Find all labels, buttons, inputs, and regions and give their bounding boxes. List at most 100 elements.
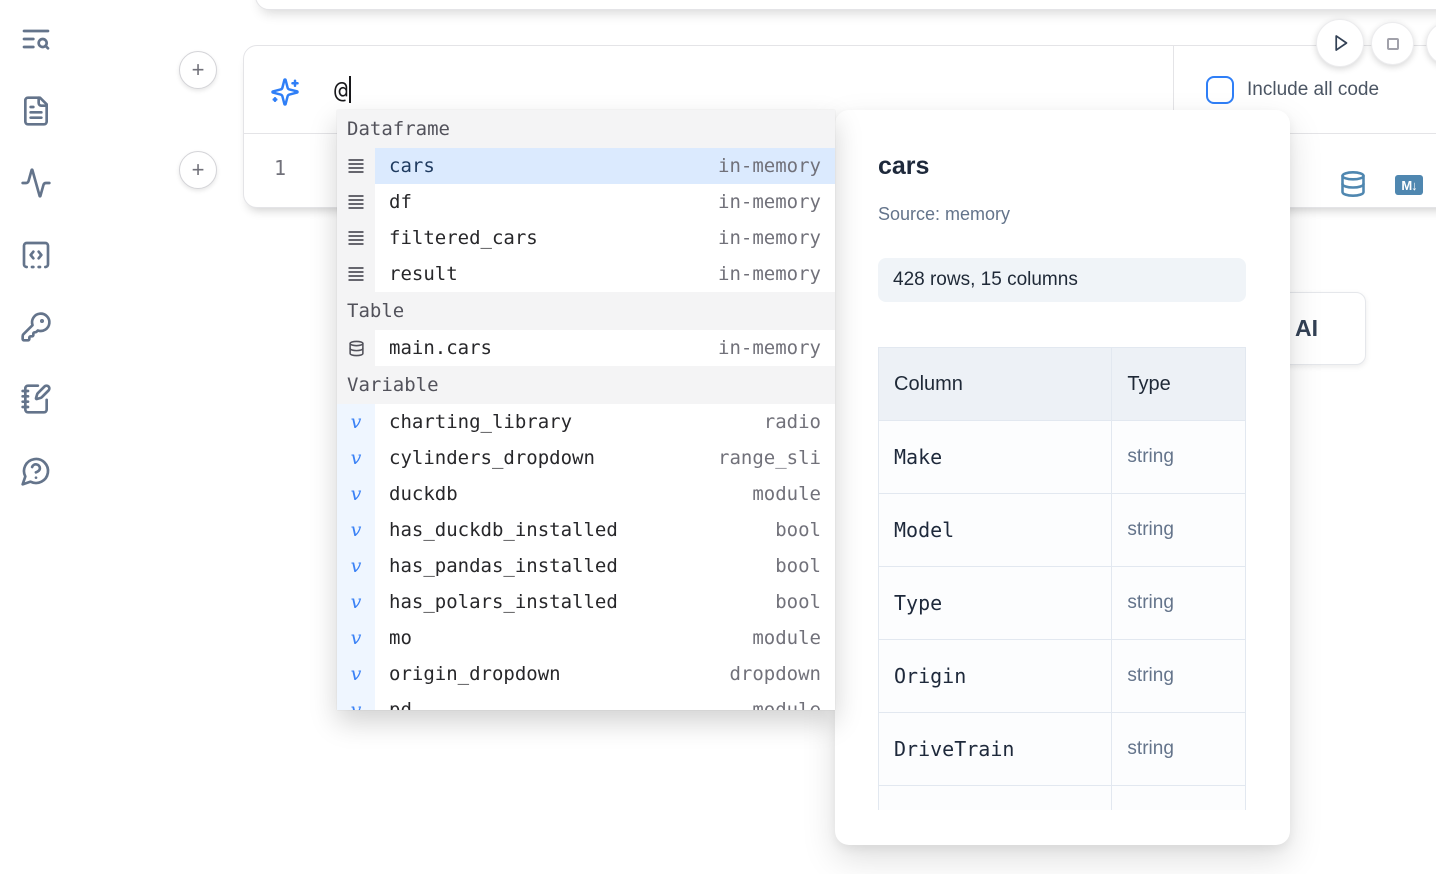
ai-prompt-input[interactable]: @ [334,76,351,104]
autocomplete-item-gutter: v [337,404,375,440]
autocomplete-item-gutter: v [337,512,375,548]
prompt-divider [1173,46,1174,134]
notebook-pen-icon[interactable] [20,383,52,415]
schema-column-type: string [1111,493,1246,567]
autocomplete-section-header: Variable [337,366,835,404]
variable-icon: v [350,483,362,505]
autocomplete-item-gutter: v [337,440,375,476]
variable-icon: v [350,591,362,613]
rows-icon [348,159,364,173]
autocomplete-item-gutter: v [337,548,375,584]
previous-cell-edge [255,0,1436,10]
variable-icon: v [350,447,362,469]
schema-column-name: Model [878,493,1113,567]
rows-icon [348,267,364,281]
code-editor-row[interactable]: 1 M↓ [244,134,1436,207]
schema-row [878,785,1246,810]
schema-header-type: Type [1111,347,1246,421]
database-icon [348,340,364,356]
autocomplete-item-name: mo [389,627,412,649]
run-cell-button[interactable] [1316,19,1364,67]
preview-summary-badge: 428 rows, 15 columns [878,258,1246,302]
autocomplete-item-has_polars_installed[interactable]: v has_polars_installed bool [337,584,835,620]
activity-icon[interactable] [20,167,52,199]
autocomplete-item-content: has_polars_installed bool [375,584,835,620]
autocomplete-item-gutter: v [337,656,375,692]
autocomplete-item-type: module [752,627,821,649]
sidebar [20,23,54,527]
schema-column-type: string [1111,712,1246,786]
autocomplete-item-gutter [337,330,375,366]
autocomplete-item-name: has_duckdb_installed [389,519,618,541]
key-icon[interactable] [20,311,52,343]
autocomplete-item-type: module [752,483,821,505]
line-number: 1 [273,156,287,180]
file-text-icon[interactable] [20,95,52,127]
autocomplete-item-type: bool [775,555,821,577]
autocomplete-item-name: cars [389,155,435,177]
add-cell-button-top[interactable]: + [179,51,217,89]
autocomplete-item-gutter [337,148,375,184]
preview-title: cars [878,152,930,180]
variable-icon: v [350,555,362,577]
schema-column-name [878,785,1113,810]
code-snippets-icon[interactable] [20,239,52,271]
list-search-icon[interactable] [20,23,52,55]
rows-icon [348,231,364,245]
variable-icon: v [350,519,362,541]
add-cell-button-bottom[interactable]: + [179,151,217,189]
autocomplete-item-name: has_polars_installed [389,591,618,613]
autocomplete-item-gutter: v [337,620,375,656]
ai-generate-label: AI [1295,315,1318,341]
autocomplete-item-name: main.cars [389,337,492,359]
database-icon[interactable] [1339,170,1367,198]
schema-column-name: DriveTrain [878,712,1113,786]
rows-icon [348,195,364,209]
help-bubble-icon[interactable] [20,455,52,487]
sparkles-icon [270,77,300,107]
schema-column-type: string [1111,639,1246,713]
markdown-icon[interactable]: M↓ [1395,175,1423,195]
schema-column-name: Type [878,566,1113,640]
stop-cell-button[interactable] [1371,22,1414,65]
autocomplete-item-gutter: v [337,584,375,620]
include-all-code-control[interactable]: Include all code [1206,76,1379,104]
autocomplete-item-gutter [337,256,375,292]
autocomplete-item-duckdb[interactable]: v duckdb module [337,476,835,512]
autocomplete-item-name: pd [389,699,412,710]
include-all-code-checkbox[interactable] [1206,76,1234,104]
autocomplete-item-gutter [337,184,375,220]
autocomplete-item-type: bool [775,591,821,613]
autocomplete-item-type: in-memory [718,191,821,213]
autocomplete-item-name: duckdb [389,483,458,505]
autocomplete-item-gutter: v [337,476,375,512]
autocomplete-item-name: charting_library [389,411,573,433]
autocomplete-item-name: cylinders_dropdown [389,447,595,469]
autocomplete-item-content: mo module [375,620,835,656]
schema-column-name: Origin [878,639,1113,713]
schema-header-column: Column [878,347,1113,421]
